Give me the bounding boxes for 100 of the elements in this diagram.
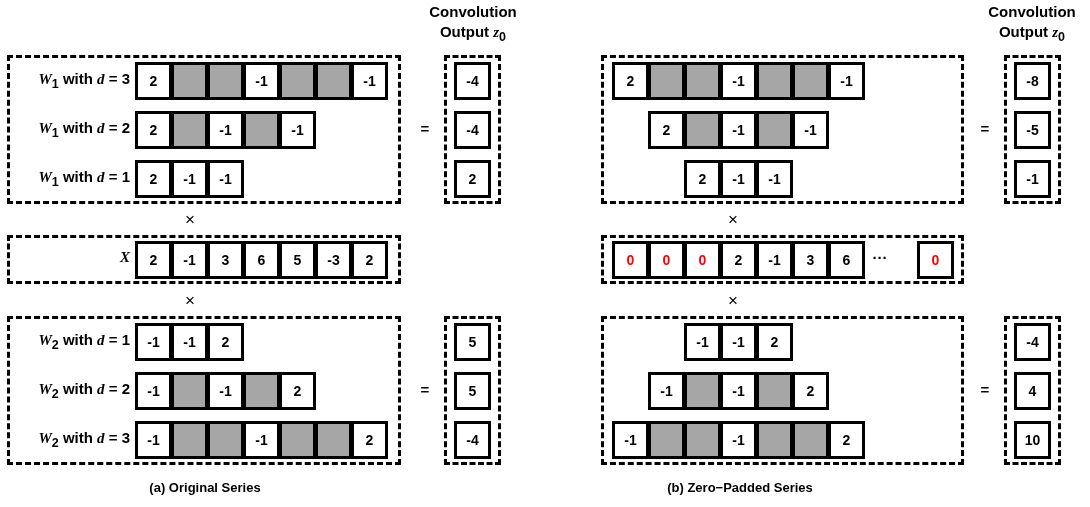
times-sign: × <box>727 210 739 230</box>
ellipsis: ··· <box>871 249 889 266</box>
value-cell: -1 <box>171 241 208 279</box>
column-heading: Convolution Output z$_{0}$ <box>428 2 518 46</box>
value-cell: 2 <box>135 62 172 100</box>
shaded-cell <box>648 62 685 100</box>
dashed-panel <box>7 235 401 284</box>
value-cell: 2 <box>351 241 388 279</box>
value-cell: -1 <box>1014 160 1051 198</box>
value-cell: -1 <box>243 421 280 459</box>
value-cell: 2 <box>279 372 316 410</box>
value-cell: -1 <box>792 111 829 149</box>
equals-sign: = <box>979 120 991 137</box>
value-cell: -1 <box>828 62 865 100</box>
value-cell: -4 <box>454 62 491 100</box>
shaded-cell <box>684 421 721 459</box>
value-cell: -4 <box>454 421 491 459</box>
equals-sign: = <box>419 120 431 137</box>
value-cell: 4 <box>1014 372 1051 410</box>
shaded-cell <box>243 111 280 149</box>
value-cell: 3 <box>207 241 244 279</box>
shaded-cell <box>279 62 316 100</box>
value-cell: -1 <box>207 111 244 149</box>
shaded-cell <box>171 111 208 149</box>
series-label: X <box>118 249 130 266</box>
shaded-cell <box>756 421 793 459</box>
value-cell: -4 <box>454 111 491 149</box>
shaded-cell <box>207 62 244 100</box>
shaded-cell <box>756 111 793 149</box>
value-cell: 5 <box>279 241 316 279</box>
value-cell: -1 <box>648 372 685 410</box>
dashed-panel <box>7 316 401 465</box>
shaded-cell <box>792 62 829 100</box>
value-cell: -1 <box>207 160 244 198</box>
value-cell: -1 <box>684 323 721 361</box>
value-cell: 0 <box>917 241 954 279</box>
shaded-cell <box>684 372 721 410</box>
value-cell: -1 <box>171 323 208 361</box>
equals-sign: = <box>979 381 991 398</box>
value-cell: 10 <box>1014 421 1051 459</box>
value-cell: -1 <box>720 372 757 410</box>
shaded-cell <box>171 62 208 100</box>
shaded-cell <box>171 421 208 459</box>
value-cell: -1 <box>135 421 172 459</box>
value-cell: 6 <box>243 241 280 279</box>
shaded-cell <box>171 372 208 410</box>
row-label: W$_{2}$ with d = 2 <box>37 380 130 401</box>
value-cell: -1 <box>720 323 757 361</box>
row-label: W$_{2}$ with d = 1 <box>37 331 130 352</box>
dashed-panel <box>601 235 964 284</box>
value-cell: 0 <box>684 241 721 279</box>
column-heading: Convolution Output z$_{0}$ <box>987 2 1077 46</box>
times-sign: × <box>184 210 196 230</box>
value-cell: -1 <box>351 62 388 100</box>
equals-sign: = <box>419 381 431 398</box>
value-cell: -5 <box>1014 111 1051 149</box>
value-cell: -4 <box>1014 323 1051 361</box>
value-cell: -1 <box>756 241 793 279</box>
value-cell: -1 <box>135 372 172 410</box>
value-cell: -1 <box>135 323 172 361</box>
shaded-cell <box>315 62 352 100</box>
value-cell: -1 <box>720 62 757 100</box>
value-cell: -1 <box>243 62 280 100</box>
shaded-cell <box>756 372 793 410</box>
value-cell: 6 <box>828 241 865 279</box>
shaded-cell <box>792 421 829 459</box>
value-cell: -1 <box>720 421 757 459</box>
value-cell: -1 <box>207 372 244 410</box>
times-sign: × <box>184 291 196 311</box>
value-cell: 2 <box>756 323 793 361</box>
row-label: W$_{2}$ with d = 3 <box>37 429 130 450</box>
shaded-cell <box>756 62 793 100</box>
dashed-panel <box>1004 55 1061 204</box>
caption: (b) Zero−Padded Series <box>666 480 814 495</box>
value-cell: 2 <box>135 111 172 149</box>
caption: (a) Original Series <box>148 480 262 495</box>
value-cell: 5 <box>454 323 491 361</box>
value-cell: -1 <box>279 111 316 149</box>
value-cell: 2 <box>135 241 172 279</box>
value-cell: -8 <box>1014 62 1051 100</box>
row-label: W$_{1}$ with d = 2 <box>37 119 130 140</box>
dashed-panel <box>1004 316 1061 465</box>
dashed-panel <box>601 316 964 465</box>
row-label: W$_{1}$ with d = 1 <box>37 168 130 189</box>
value-cell: 0 <box>612 241 649 279</box>
shaded-cell <box>279 421 316 459</box>
value-cell: 2 <box>207 323 244 361</box>
shaded-cell <box>684 62 721 100</box>
value-cell: 2 <box>612 62 649 100</box>
value-cell: -1 <box>756 160 793 198</box>
value-cell: 5 <box>454 372 491 410</box>
value-cell: 2 <box>828 421 865 459</box>
dashed-panel <box>444 316 501 465</box>
shaded-cell <box>207 421 244 459</box>
value-cell: 2 <box>135 160 172 198</box>
value-cell: -1 <box>612 421 649 459</box>
value-cell: 2 <box>648 111 685 149</box>
value-cell: -3 <box>315 241 352 279</box>
shaded-cell <box>684 111 721 149</box>
value-cell: -1 <box>720 111 757 149</box>
